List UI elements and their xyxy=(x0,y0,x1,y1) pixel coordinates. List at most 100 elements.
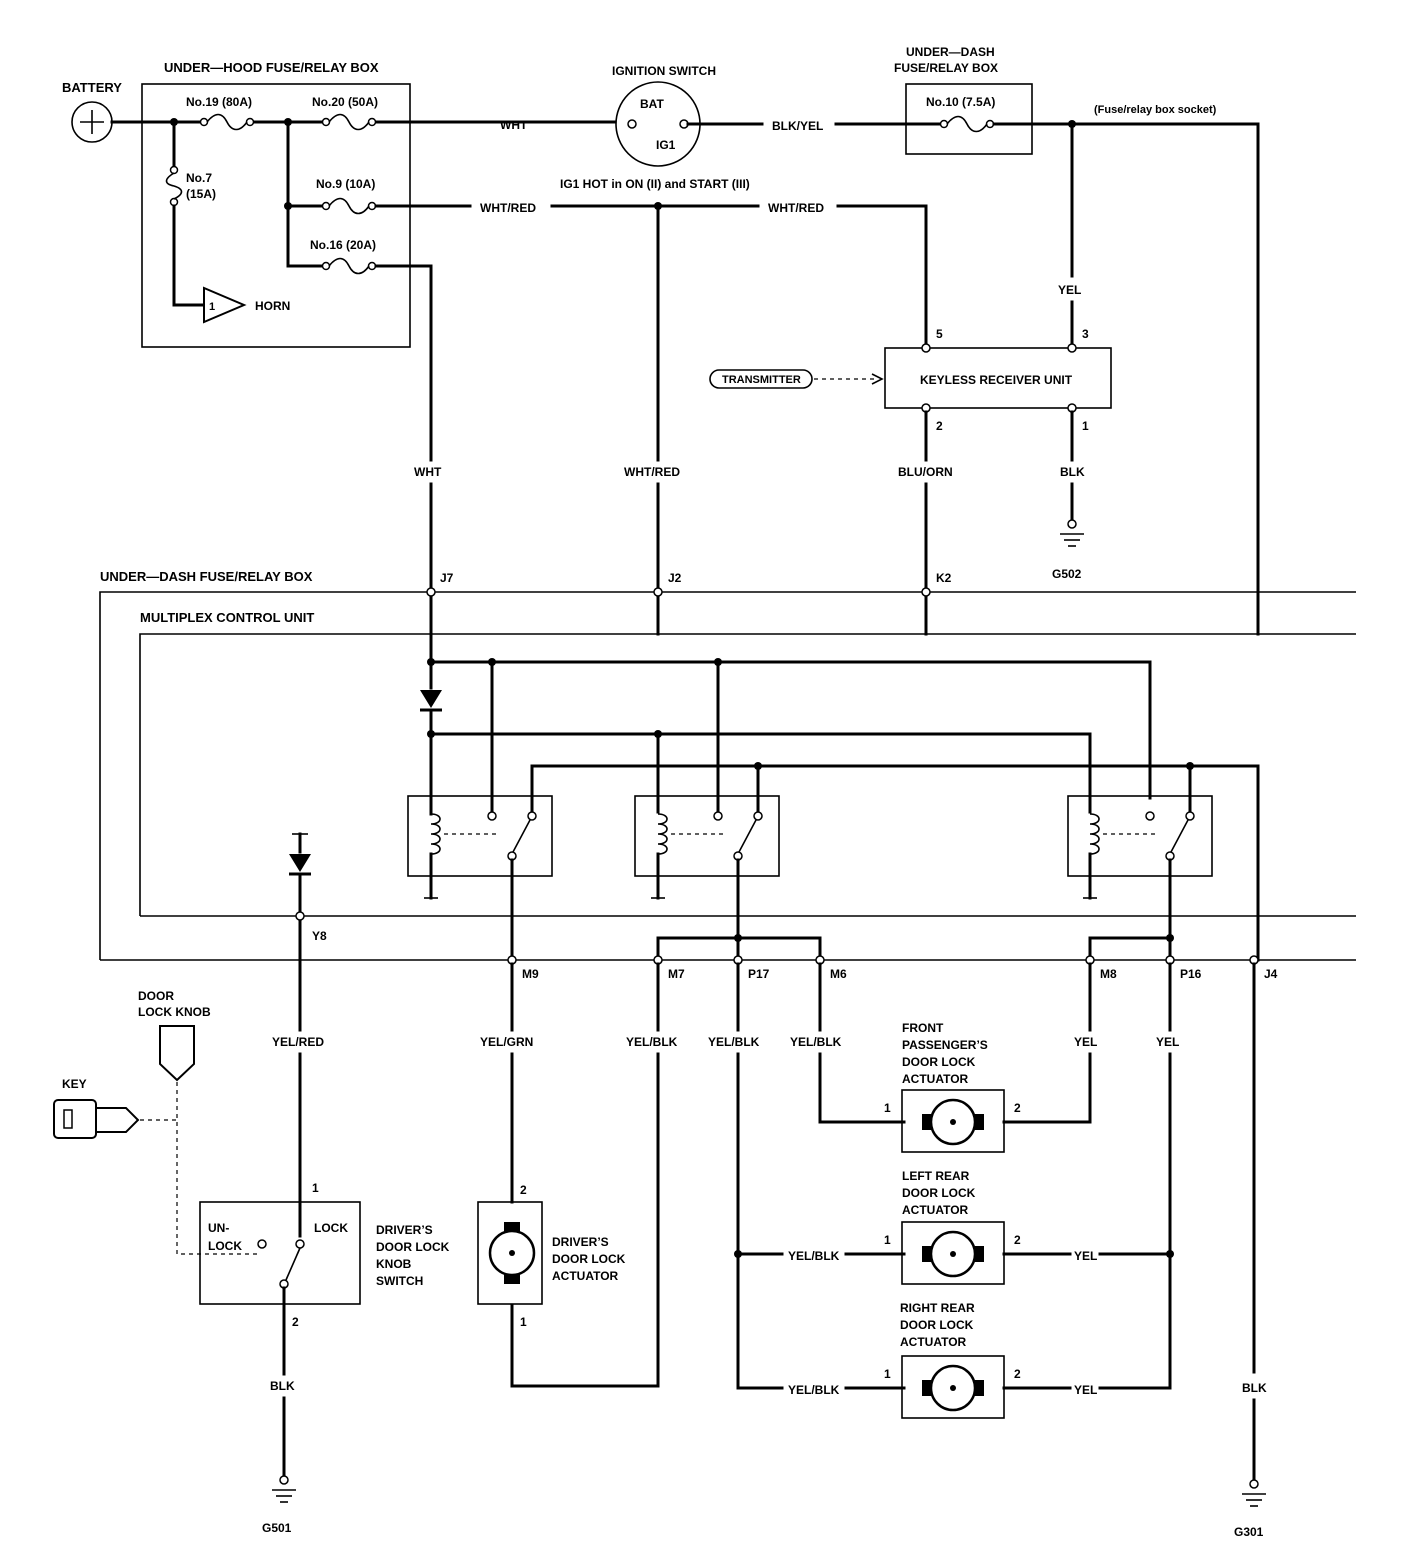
left-rear-actuator: LEFT REAR DOOR LOCK ACTUATOR 1 2 xyxy=(884,1169,1021,1285)
fuse10-label: No.10 (7.5A) xyxy=(926,95,995,109)
lr-pin1: 1 xyxy=(884,1233,891,1247)
ignition-title: IGNITION SWITCH xyxy=(612,64,716,78)
wire-yel-blk-m7: YEL/BLK xyxy=(626,1035,678,1049)
driver-knob-switch: UN- LOCK LOCK 1 2 DRIVER’S DOOR LOCK KNO… xyxy=(199,1181,450,1329)
ground-g301-icon xyxy=(1242,1479,1266,1507)
rr-title1: RIGHT REAR xyxy=(900,1301,975,1315)
keyless-pin3: 3 xyxy=(1082,327,1089,341)
fuse-9 xyxy=(321,197,377,215)
connector-j7: J7 xyxy=(440,571,454,585)
key-icon: KEY xyxy=(53,1077,177,1139)
fp-title1: FRONT xyxy=(902,1021,944,1035)
switch-title4: SWITCH xyxy=(376,1274,423,1288)
horn-pin: 1 xyxy=(209,301,215,313)
driver-act-title2: DOOR LOCK xyxy=(552,1252,626,1266)
switch-title2: DOOR LOCK xyxy=(376,1240,450,1254)
wire-yel-blk-lr: YEL/BLK xyxy=(788,1249,840,1263)
rr-title3: ACTUATOR xyxy=(900,1335,967,1349)
switch-lock: LOCK xyxy=(314,1221,348,1235)
ignition-bat: BAT xyxy=(640,97,664,111)
switch-pin2: 2 xyxy=(292,1315,299,1329)
fuse20-label: No.20 (50A) xyxy=(312,95,378,109)
fp-title3: DOOR LOCK xyxy=(902,1055,976,1069)
connector-m8: M8 xyxy=(1100,967,1117,981)
fuse7-amp-label: (15A) xyxy=(186,187,216,201)
wire-wht-red-3: WHT/RED xyxy=(624,465,680,479)
wire-yel-m8: YEL xyxy=(1074,1035,1097,1049)
underdash-fuse-box-top: UNDER—DASH FUSE/RELAY BOX No.10 (7.5A) xyxy=(894,45,1033,155)
mcu-title: MULTIPLEX CONTROL UNIT xyxy=(140,610,314,625)
driver-act-pin1: 1 xyxy=(520,1315,527,1329)
wire-blk-g301: BLK xyxy=(1242,1381,1267,1395)
fp-title4: ACTUATOR xyxy=(902,1072,969,1086)
wire-blu-orn: BLU/ORN xyxy=(898,465,953,479)
rr-pin1: 1 xyxy=(884,1367,891,1381)
connector-y8: Y8 xyxy=(312,929,327,943)
fuse-7 xyxy=(165,165,183,207)
wire-wht-j7: WHT xyxy=(414,465,442,479)
lr-title2: DOOR LOCK xyxy=(902,1186,976,1200)
ground-g501-icon xyxy=(272,1475,296,1503)
lr-title1: LEFT REAR xyxy=(902,1169,970,1183)
connector-m9: M9 xyxy=(522,967,539,981)
connector-m7: M7 xyxy=(668,967,685,981)
keyless-pin2: 2 xyxy=(936,419,943,433)
fuse-16 xyxy=(321,257,377,275)
wire-yel-blk-p17: YEL/BLK xyxy=(708,1035,760,1049)
keyless-title: KEYLESS RECEIVER UNIT xyxy=(920,373,1073,387)
keyless-pin1: 1 xyxy=(1082,419,1089,433)
wire-yel-blk-m6: YEL/BLK xyxy=(790,1035,842,1049)
ground-g502-label: G502 xyxy=(1052,567,1082,581)
ground-g301-label: G301 xyxy=(1234,1525,1264,1539)
underhood-title: UNDER—HOOD FUSE/RELAY BOX xyxy=(164,60,379,75)
front-passenger-actuator: FRONT PASSENGER’S DOOR LOCK ACTUATOR 1 2 xyxy=(884,1021,1021,1153)
wire-wht-red-2: WHT/RED xyxy=(768,201,824,215)
lr-title3: ACTUATOR xyxy=(902,1203,969,1217)
connectors-top: J7 J2 K2 xyxy=(426,571,952,597)
wire-wht-top: WHT xyxy=(500,118,528,132)
fp-title2: PASSENGER’S xyxy=(902,1038,988,1052)
knob-line2: LOCK KNOB xyxy=(138,1005,211,1019)
keyless-receiver-unit: KEYLESS RECEIVER UNIT 5 3 2 1 xyxy=(884,327,1112,433)
connector-j2: J2 xyxy=(668,571,682,585)
relay-2 xyxy=(634,795,780,900)
rr-title2: DOOR LOCK xyxy=(900,1318,974,1332)
underdash-box-title: UNDER—DASH FUSE/RELAY BOX xyxy=(100,569,313,584)
rr-pin2: 2 xyxy=(1014,1367,1021,1381)
switch-pin1: 1 xyxy=(312,1181,319,1195)
wire-yel-rr: YEL xyxy=(1074,1383,1097,1397)
fuse-19 xyxy=(199,113,255,131)
transmitter: TRANSMITTER xyxy=(709,369,884,389)
underdash-top-title2: FUSE/RELAY BOX xyxy=(894,61,998,75)
connectors-bottom: Y8 M9 M7 P17 M6 M8 P16 J4 xyxy=(295,911,1278,981)
connector-k2: K2 xyxy=(936,571,952,585)
ground-g502-icon xyxy=(1060,519,1084,547)
switch-un: UN- xyxy=(208,1221,229,1235)
fp-pin2: 2 xyxy=(1014,1101,1021,1115)
ignition-ig1: IG1 xyxy=(656,138,676,152)
key-label: KEY xyxy=(62,1077,87,1091)
switch-title3: KNOB xyxy=(376,1257,412,1271)
ground-g501-label: G501 xyxy=(262,1521,292,1535)
transmitter-label: TRANSMITTER xyxy=(722,374,801,386)
relay-1 xyxy=(407,795,553,900)
connector-j4: J4 xyxy=(1264,967,1278,981)
connector-m6: M6 xyxy=(830,967,847,981)
wire-wht-red-1: WHT/RED xyxy=(480,201,536,215)
fuse7-label: No.7 xyxy=(186,171,212,185)
battery-label: BATTERY xyxy=(62,80,122,95)
switch-title1: DRIVER’S xyxy=(376,1223,433,1237)
horn-icon: 1 xyxy=(203,286,247,324)
driver-act-title1: DRIVER’S xyxy=(552,1235,609,1249)
driver-act-title3: ACTUATOR xyxy=(552,1269,619,1283)
right-rear-actuator: RIGHT REAR DOOR LOCK ACTUATOR 1 2 xyxy=(884,1301,1021,1419)
driver-act-pin2: 2 xyxy=(520,1183,527,1197)
fp-pin1: 1 xyxy=(884,1101,891,1115)
connector-p17: P17 xyxy=(748,967,770,981)
battery: BATTERY xyxy=(62,80,122,143)
wire-yel-red: YEL/RED xyxy=(272,1035,324,1049)
fuse16-label: No.16 (20A) xyxy=(310,238,376,252)
keyless-pin5: 5 xyxy=(936,327,943,341)
wire-blk-g502: BLK xyxy=(1060,465,1085,479)
